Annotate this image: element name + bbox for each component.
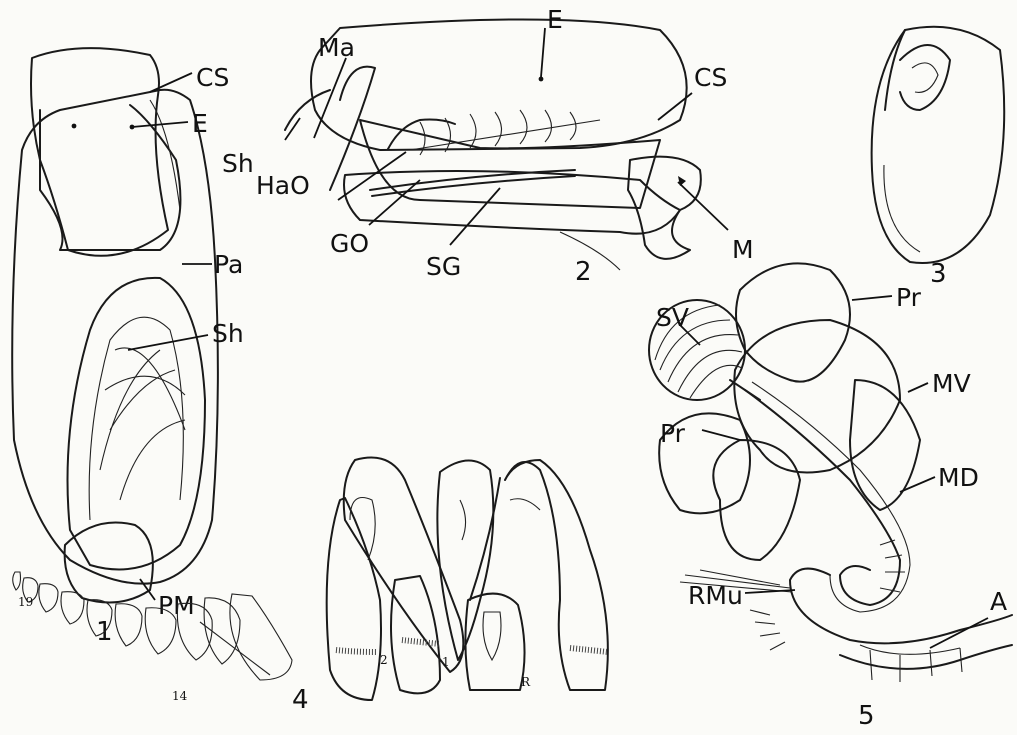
label-fig4-rachis: R (521, 675, 531, 689)
label-fig4-tooth-1: 1 (442, 655, 450, 669)
label-fig2-sh: Sh (222, 149, 254, 178)
label-fig2-hao: HaO (256, 171, 310, 200)
figure-4-radula-drawing (13, 572, 292, 680)
label-fig4-tooth-19: 19 (18, 595, 33, 609)
label-fig2-cs: CS (694, 63, 727, 92)
label-fig5-sv: SV (656, 303, 689, 332)
label-fig1-pa: Pa (214, 250, 243, 279)
label-fig2-e: E (547, 5, 563, 34)
label-fig5-pr-left: Pr (660, 419, 686, 448)
figure-4-central-teeth-drawing (327, 458, 608, 701)
figure-3-shell-drawing (872, 27, 1005, 263)
label-fig5-rmu: RMu (688, 581, 743, 610)
label-fig4-tooth-14: 14 (172, 689, 188, 703)
figure-number-5: 5 (858, 701, 875, 731)
label-fig2-sg: SG (426, 252, 461, 281)
label-fig2-m: M (732, 235, 754, 264)
label-fig5-a: A (990, 587, 1007, 616)
label-fig1-e: E (192, 109, 208, 138)
figure-number-3: 3 (930, 259, 947, 289)
label-fig2-go: GO (330, 229, 369, 258)
figure-number-2: 2 (575, 257, 592, 287)
label-fig2-ma: Ma (318, 33, 355, 62)
label-fig5-pr-top: Pr (896, 283, 922, 312)
figure-1-animal-drawing (12, 48, 218, 602)
label-fig1-sh: Sh (212, 319, 244, 348)
label-fig1-cs: CS (196, 63, 229, 92)
label-fig5-md: MD (938, 463, 979, 492)
label-fig4-tooth-2: 2 (380, 653, 388, 667)
label-fig1-pm: PM (158, 591, 195, 620)
figure-number-4: 4 (292, 685, 309, 715)
label-fig5-mv: MV (932, 369, 971, 398)
